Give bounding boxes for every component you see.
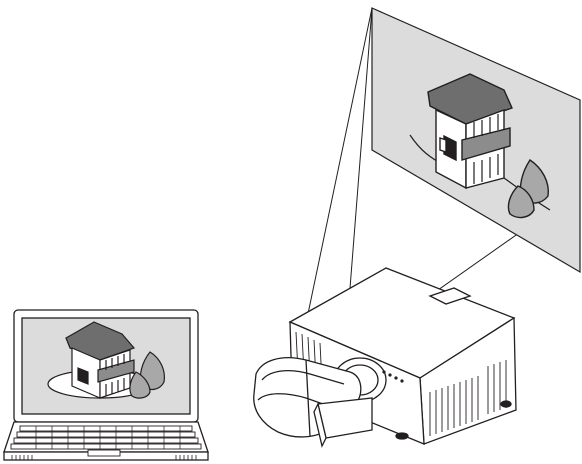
projector-icon	[254, 268, 516, 446]
laptop-icon	[4, 310, 208, 460]
house-icon	[428, 74, 512, 188]
projection-screen-icon	[372, 8, 580, 272]
